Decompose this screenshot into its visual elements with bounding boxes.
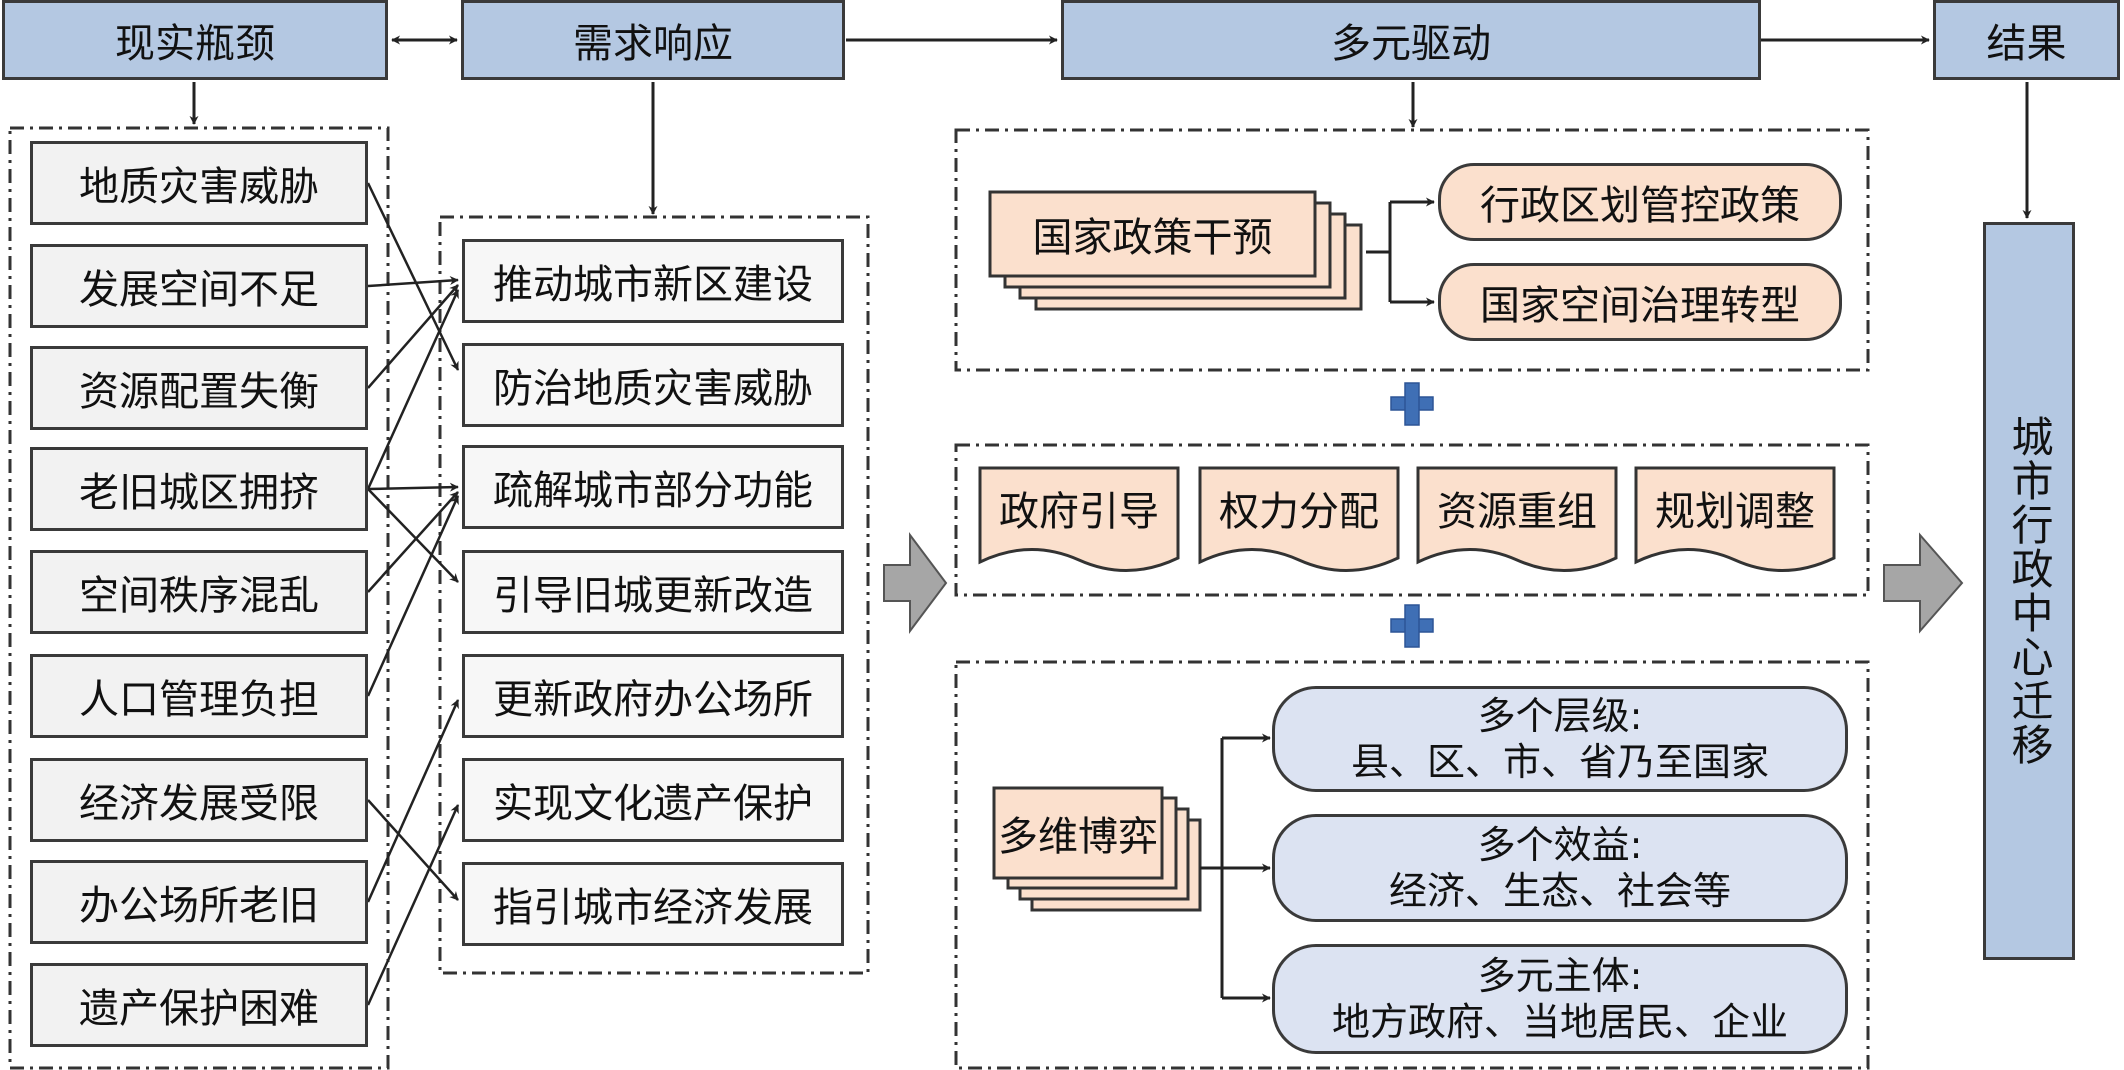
game-item-pill: 多个层级: 县、区、市、省乃至国家 bbox=[1272, 686, 1848, 792]
response-item: 引导旧城更新改造 bbox=[462, 550, 844, 634]
bottleneck-item: 发展空间不足 bbox=[30, 244, 368, 328]
bottleneck-item: 办公场所老旧 bbox=[30, 860, 368, 944]
big-arrow-to-result bbox=[1883, 532, 1964, 634]
mechanism-label: 政府引导 bbox=[999, 489, 1159, 535]
header-result: 结果 bbox=[1933, 0, 2120, 80]
bottleneck-item: 经济发展受限 bbox=[30, 758, 368, 842]
bottleneck-item: 老旧城区拥挤 bbox=[30, 447, 368, 531]
game-branch-connectors bbox=[1200, 733, 1271, 1003]
response-item: 实现文化遗产保护 bbox=[462, 758, 844, 842]
header-response: 需求响应 bbox=[461, 0, 845, 80]
mechanism-wave-shapes bbox=[978, 466, 1836, 572]
cause-arrow bbox=[367, 276, 459, 288]
result-text: 城市行政中心迁移 bbox=[2005, 415, 2054, 767]
wave-doc-shape bbox=[1198, 466, 1400, 572]
plus-icon bbox=[1390, 382, 1434, 426]
response-item: 更新政府办公场所 bbox=[462, 654, 844, 738]
policy-branch-connectors bbox=[1366, 197, 1435, 307]
bottleneck-item: 地质灾害威胁 bbox=[30, 141, 368, 225]
response-item: 疏解城市部分功能 bbox=[462, 445, 844, 529]
bottleneck-group-frame bbox=[8, 126, 390, 1070]
cause-arrow bbox=[367, 491, 459, 593]
game-item-pill: 多元主体: 地方政府、当地居民、企业 bbox=[1272, 944, 1848, 1054]
header-drive: 多元驱动 bbox=[1061, 0, 1761, 80]
game-stack-shape bbox=[992, 786, 1202, 912]
game-item-title: 多个层级: bbox=[1477, 694, 1643, 738]
policy-stack-shape bbox=[988, 190, 1363, 311]
game-item-detail: 县、区、市、省乃至国家 bbox=[1350, 740, 1769, 784]
cause-arrow bbox=[366, 289, 460, 490]
wave-doc-shape bbox=[1416, 466, 1618, 572]
response-group-frame bbox=[438, 215, 870, 975]
cause-arrow bbox=[367, 488, 459, 583]
game-item-detail: 地方政府、当地居民、企业 bbox=[1331, 1000, 1788, 1044]
result-box bbox=[1983, 222, 2075, 960]
cause-arrow bbox=[367, 482, 459, 492]
policy-branch-pill: 行政区划管控政策 bbox=[1438, 163, 1842, 241]
game-item-pill: 多个效益: 经济、生态、社会等 bbox=[1272, 814, 1848, 922]
bottleneck-item: 空间秩序混乱 bbox=[30, 550, 368, 634]
wave-doc-shape bbox=[978, 466, 1180, 572]
game-item-title: 多元主体: bbox=[1477, 954, 1643, 998]
response-item: 指引城市经济发展 bbox=[462, 862, 844, 946]
policy-group-frame bbox=[954, 128, 1870, 372]
response-item: 推动城市新区建设 bbox=[462, 239, 844, 323]
bottleneck-item: 遗产保护困难 bbox=[30, 963, 368, 1047]
plus-icon bbox=[1390, 604, 1434, 648]
bottleneck-item: 人口管理负担 bbox=[30, 654, 368, 738]
cause-arrow bbox=[366, 804, 460, 1006]
mechanism-label: 规划调整 bbox=[1655, 489, 1815, 535]
cause-arrow bbox=[366, 182, 460, 371]
big-arrow-to-drive bbox=[883, 532, 948, 634]
response-item: 防治地质灾害威胁 bbox=[462, 343, 844, 427]
policy-main-label: 国家政策干预 bbox=[1032, 215, 1273, 261]
mechanism-label: 权力分配 bbox=[1219, 489, 1379, 535]
header-bottleneck: 现实瓶颈 bbox=[2, 0, 388, 80]
game-group-frame bbox=[954, 660, 1870, 1070]
game-item-title: 多个效益: bbox=[1477, 823, 1643, 867]
cause-arrow bbox=[366, 699, 460, 903]
mechanism-label: 资源重组 bbox=[1437, 489, 1597, 535]
policy-branch-pill: 国家空间治理转型 bbox=[1438, 263, 1842, 341]
mechanism-group-frame bbox=[954, 443, 1870, 597]
cause-arrow bbox=[366, 495, 460, 697]
game-item-detail: 经济、生态、社会等 bbox=[1388, 869, 1731, 913]
cause-response-arrows bbox=[366, 182, 460, 1006]
wave-doc-shape bbox=[1634, 466, 1836, 572]
cause-arrow bbox=[367, 284, 459, 389]
cause-arrow bbox=[367, 799, 459, 901]
game-main-label: 多维博弈 bbox=[998, 814, 1158, 860]
bottleneck-item: 资源配置失衡 bbox=[30, 346, 368, 430]
